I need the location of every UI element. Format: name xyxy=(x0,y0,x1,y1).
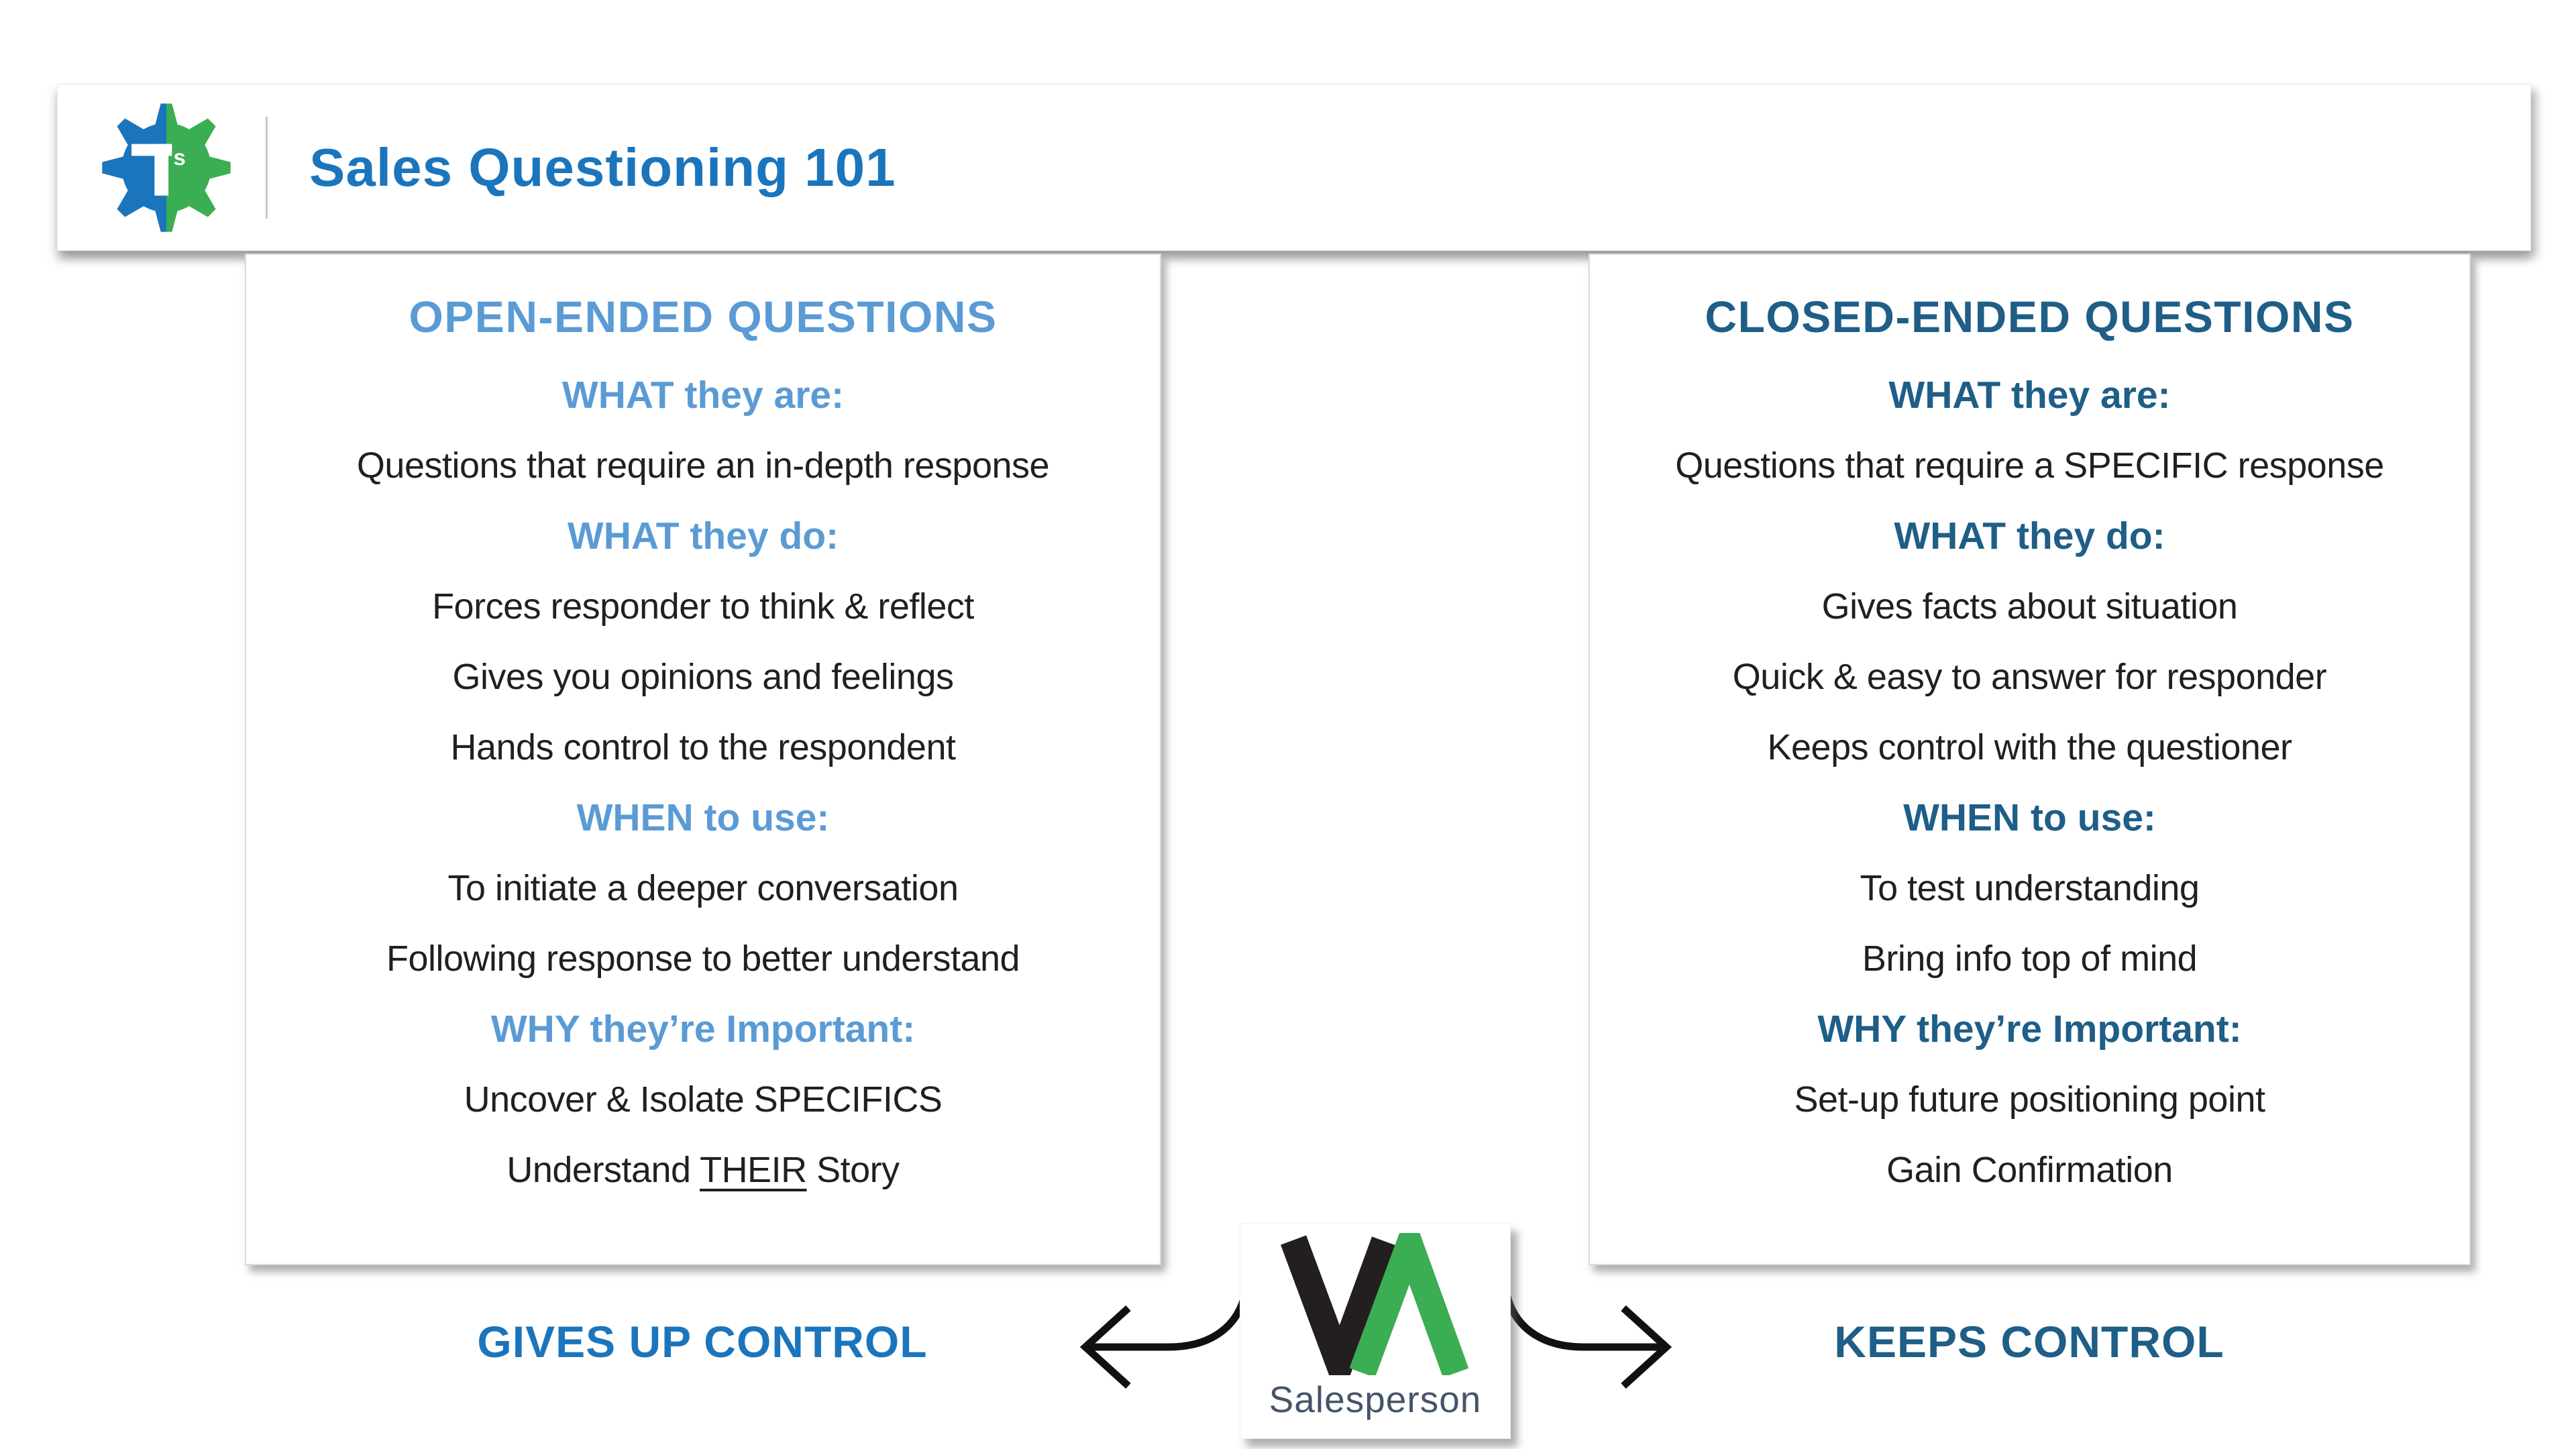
left-when-to-use-heading: WHEN to use: xyxy=(576,796,830,839)
left-what-they-do-item: Gives you opinions and feelings xyxy=(452,656,955,697)
right-why-important-heading: WHY they’re Important: xyxy=(1817,1007,2242,1051)
underlined-their: THEIR xyxy=(700,1149,807,1190)
left-what-they-do-item: Hands control to the respondent xyxy=(450,727,957,767)
gear-logo-icon: s xyxy=(102,103,231,232)
left-why-item: Understand THEIR Story xyxy=(506,1149,900,1190)
closed-ended-title: CLOSED-ENDED QUESTIONS xyxy=(1705,292,2355,341)
right-why-item: Set-up future positioning point xyxy=(1794,1079,2265,1120)
left-what-they-are-text: Questions that require an in-depth respo… xyxy=(356,445,1050,486)
open-ended-title: OPEN-ENDED QUESTIONS xyxy=(409,292,998,341)
page-title: Sales Questioning 101 xyxy=(309,137,896,197)
closed-ended-panel: CLOSED-ENDED QUESTIONS WHAT they are: Qu… xyxy=(1589,254,2471,1265)
left-when-item: Following response to better understand xyxy=(386,938,1020,979)
left-what-they-do-item: Forces responder to think & reflect xyxy=(432,586,974,627)
va-logo-icon xyxy=(1281,1233,1469,1375)
right-what-they-are-text: Questions that require a SPECIFIC respon… xyxy=(1675,445,2384,486)
right-what-they-do-item: Quick & easy to answer for responder xyxy=(1732,656,2327,697)
right-when-to-use-heading: WHEN to use: xyxy=(1903,796,2156,839)
header-divider xyxy=(266,116,268,219)
left-why-important-heading: WHY they’re Important: xyxy=(490,1007,916,1051)
keeps-control-label: KEEPS CONTROL xyxy=(1834,1317,2224,1366)
arrow-left-icon xyxy=(1079,1289,1249,1389)
right-what-they-do-item: Gives facts about situation xyxy=(1821,586,2238,627)
salesperson-box: Salesperson xyxy=(1240,1223,1511,1439)
arrow-right-icon xyxy=(1503,1289,1672,1389)
left-what-they-do-heading: WHAT they do: xyxy=(567,514,839,557)
left-why-item: Uncover & Isolate SPECIFICS xyxy=(464,1079,943,1120)
left-what-they-are-heading: WHAT they are: xyxy=(561,373,845,417)
salesperson-label: Salesperson xyxy=(1269,1379,1482,1420)
right-when-item: To test understanding xyxy=(1860,867,2200,908)
logo-s-glyph: s xyxy=(173,145,186,170)
header-bar: s Sales Questioning 101 xyxy=(57,84,2531,251)
right-what-they-are-heading: WHAT they are: xyxy=(1888,373,2171,417)
right-what-they-do-heading: WHAT they do: xyxy=(1894,514,2165,557)
left-when-item: To initiate a deeper conversation xyxy=(447,867,959,908)
right-why-item: Gain Confirmation xyxy=(1886,1149,2173,1190)
gives-up-control-label: GIVES UP CONTROL xyxy=(477,1317,928,1366)
right-what-they-do-item: Keeps control with the questioner xyxy=(1767,727,2292,767)
open-ended-panel: OPEN-ENDED QUESTIONS WHAT they are: Ques… xyxy=(245,254,1161,1265)
right-when-item: Bring info top of mind xyxy=(1862,938,2198,979)
